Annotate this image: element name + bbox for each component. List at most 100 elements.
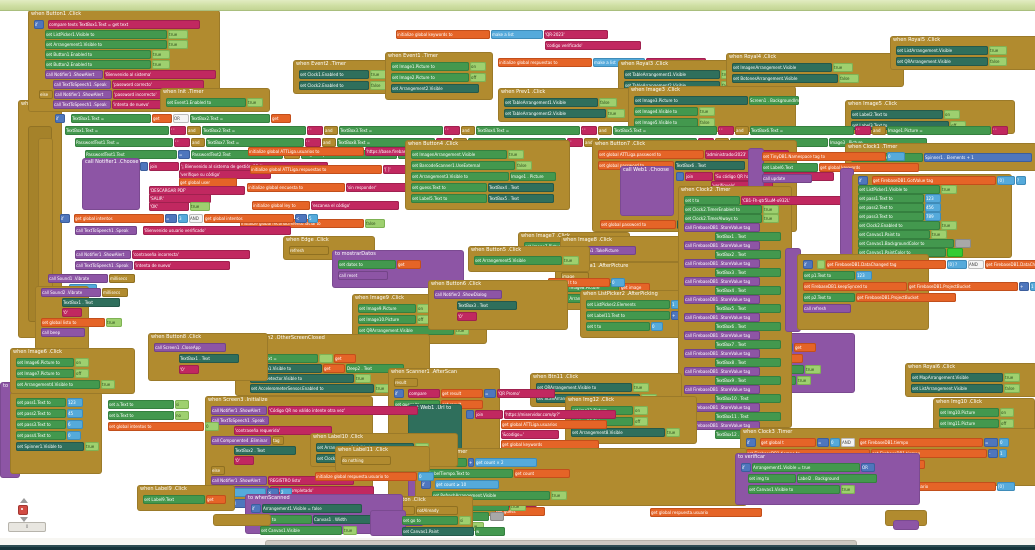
block-row[interactable]: call beep: [41, 328, 86, 337]
block-segment[interactable]: TextBox2.Text =: [190, 114, 270, 123]
block-segment[interactable]: if: [34, 20, 44, 29]
block-segment[interactable]: ' ': [174, 138, 190, 147]
block-segment[interactable]: set pass1.Text to: [16, 398, 66, 407]
block-segment[interactable]: refresh: [289, 246, 329, 255]
block-segment[interactable]: ' ': [718, 126, 734, 135]
block-segment[interactable]: call FirebaseDB1 .StoreValue tag: [684, 349, 760, 358]
block-segment[interactable]: call FirebaseDB1 .StoreValue tag: [684, 277, 760, 286]
block-segment[interactable]: call FirebaseDB1 .StoreValue tag: [684, 367, 760, 376]
block-segment[interactable]: Arrangement1.Visible = true: [752, 463, 860, 472]
block-segment[interactable]: ' ': [307, 126, 323, 135]
block-segment[interactable]: true: [375, 384, 391, 393]
block-segment[interactable]: PasswordText1.Text: [85, 150, 177, 159]
block-segment[interactable]: '0': [62, 308, 82, 317]
block-segment[interactable]: 0: [205, 422, 219, 431]
block-segment[interactable]: TextBox1.Text =: [65, 126, 169, 135]
block-segment[interactable]: compare: [408, 389, 440, 398]
block-segment[interactable]: true: [607, 109, 625, 118]
block-segment[interactable]: tag: [272, 436, 284, 445]
block-segment[interactable]: false: [989, 57, 1007, 66]
block-segment[interactable]: PasswordText2.Text: [191, 150, 283, 159]
block-segment[interactable]: set Arrangement8.Visible: [571, 428, 665, 437]
block-segment[interactable]: set Clock1.Enabled to: [299, 70, 369, 79]
block-segment[interactable]: set Image1.Picture to: [391, 62, 469, 71]
block-row[interactable]: call FirebaseDB1 .StoreValue tag: [684, 277, 761, 286]
block-segment[interactable]: ' ': [444, 126, 460, 135]
block-segment[interactable]: Deep2 . Text: [346, 364, 404, 373]
block-segment[interactable]: call Screen1 .CloseApp: [154, 343, 226, 352]
block-segment[interactable]: PasswordText1.Text =: [75, 138, 173, 147]
block-segment[interactable]: true: [85, 442, 99, 451]
blocks-canvas[interactable]: when Password1 .Validationwhen Button1 .…: [0, 11, 1035, 538]
block-segment[interactable]: true: [805, 365, 821, 374]
block-segment[interactable]: get FirebaseDB1.DataChanged value: [985, 260, 1035, 269]
block-segment[interactable]: 0: [611, 278, 625, 287]
block-segment[interactable]: call beep: [41, 328, 85, 337]
block-segment[interactable]: do nothing: [341, 456, 391, 465]
block-segment[interactable]: call Componente4 .Eliminar: [211, 436, 271, 445]
block-row[interactable]: set Canvas1.PaintColor to: [858, 248, 964, 257]
block-segment[interactable]: join: [149, 162, 179, 171]
block-row[interactable]: initialize global reconocimiento.facial …: [240, 219, 386, 228]
block-segment[interactable]: true: [666, 428, 680, 437]
block-segment[interactable]: set Img10.Picture: [939, 408, 999, 417]
block-segment[interactable]: call FirebaseDB1 .StoreValue tag: [684, 295, 760, 304]
block-row[interactable]: do nothing: [341, 456, 392, 465]
block-row[interactable]: call FirebaseDB1 .StoreValue tag: [684, 313, 761, 322]
block-segment[interactable]: and: [584, 138, 598, 147]
block-segment[interactable]: TextBox6.Text =: [750, 126, 854, 135]
block-row[interactable]: set Arrangement2.Visible: [391, 84, 480, 93]
block-segment[interactable]: true: [763, 214, 779, 223]
block-segment[interactable]: set Canvas1.Visible to: [748, 485, 840, 494]
block-segment[interactable]: set Arrangement1.Visible to: [45, 40, 167, 49]
block-segment[interactable]: set pass4.Text to: [16, 431, 66, 440]
block-segment[interactable]: 456: [925, 203, 941, 212]
block-segment[interactable]: set Spinner1.Visible to: [16, 442, 84, 451]
block-row[interactable]: join'https://miservidor.com/qr?': [466, 410, 617, 419]
block-segment[interactable]: 1: [999, 449, 1007, 458]
block-row[interactable]: initialize global ley to'escanea el códi…: [252, 201, 400, 210]
block-segment[interactable]: if: [803, 260, 813, 269]
block-segment[interactable]: millisecs: [102, 288, 128, 297]
block-cluster[interactable]: [213, 514, 271, 526]
block-row[interactable]: call TextToSpeech1 .Speak: [211, 416, 270, 425]
block-segment[interactable]: true: [468, 522, 484, 531]
block-segment[interactable]: true: [763, 205, 779, 214]
block-segment[interactable]: set global password to: [600, 220, 676, 229]
block-segment[interactable]: else: [211, 466, 225, 475]
block-segment[interactable]: initialize global ATTLiga.usuarios to: [248, 147, 364, 156]
block-segment[interactable]: and: [735, 126, 749, 135]
block-segment[interactable]: 'administrador2023': [705, 150, 789, 159]
block-segment[interactable]: [0] ?: [947, 260, 967, 269]
block-segment[interactable]: 3: [178, 214, 188, 223]
block-segment[interactable]: set global intentos to: [108, 422, 204, 431]
block-segment[interactable]: call Camera1 .TakePicture: [566, 246, 636, 255]
block-segment[interactable]: set datos to: [338, 260, 396, 269]
block-segment[interactable]: make a list: [491, 30, 543, 39]
block-segment[interactable]: set Arrangement4.Visible to: [16, 380, 100, 389]
block-segment[interactable]: call TextToSpeech1 .Speak: [75, 261, 133, 270]
block-row[interactable]: call update: [762, 174, 813, 183]
block-segment[interactable]: 'QR-2023': [544, 30, 608, 39]
block-segment[interactable]: set ListArrangement.Visible: [896, 46, 988, 55]
block-segment[interactable]: false: [839, 74, 859, 83]
block-row[interactable]: call FirebaseDB1 .StoreValue tag: [684, 367, 761, 376]
